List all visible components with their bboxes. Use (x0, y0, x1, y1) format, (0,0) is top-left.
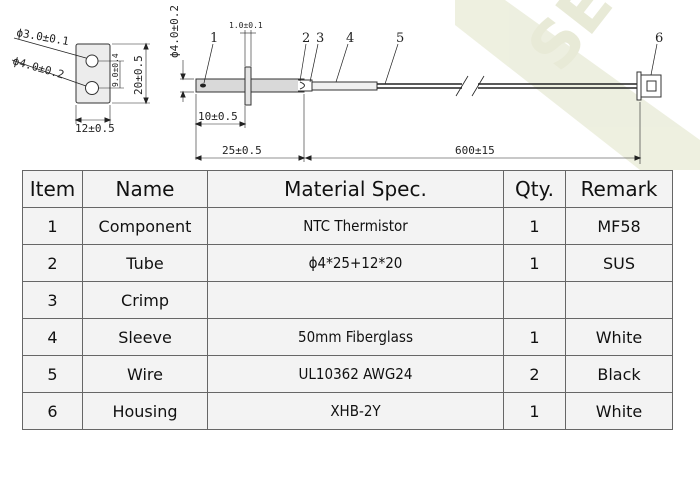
cell-qty: 1 (503, 392, 566, 430)
cell-item: 4 (22, 318, 83, 356)
cell-qty: 1 (503, 318, 566, 356)
hole-small-dimension: ϕ3.0±0.1 (15, 26, 69, 48)
table-header-row: Item Name Material Spec. Qty. Remark (22, 170, 673, 208)
header-item: Item (22, 170, 83, 208)
tube-diameter-dimension: ϕ4.0±0.2 (168, 5, 181, 58)
cell-qty: 2 (503, 355, 566, 393)
callout-1: 1 (210, 31, 218, 46)
cell-name: Wire (82, 355, 208, 393)
wire-length-dimension: 600±15 (455, 144, 495, 157)
callout-2: 2 (302, 31, 310, 46)
flange-offset-dimension: 10±0.5 (198, 110, 238, 123)
cell-name: Sleeve (82, 318, 208, 356)
hole-large-dimension: ϕ4.0±0.2 (11, 54, 66, 81)
probe-side-view (180, 30, 662, 164)
cell-material-spec (207, 281, 504, 319)
callout-6: 6 (655, 31, 663, 46)
cell-item: 1 (22, 207, 83, 245)
cell-material-spec: XHB-2Y (207, 392, 504, 430)
cell-qty: 1 (503, 244, 566, 282)
table-row: 1 Component NTC Thermistor 1 MF58 (22, 207, 673, 245)
cell-name: Component (82, 207, 208, 245)
cell-qty (503, 281, 566, 319)
cell-item: 5 (22, 355, 83, 393)
cell-material-spec: NTC Thermistor (207, 207, 504, 245)
cell-material-spec: UL10362 AWG24 (207, 355, 504, 393)
cell-name: Tube (82, 244, 208, 282)
cell-qty: 1 (503, 207, 566, 245)
cell-remark: Black (565, 355, 673, 393)
cell-name: Crimp (82, 281, 208, 319)
cell-material-spec: ϕ4*25+12*20 (207, 244, 504, 282)
callout-5: 5 (396, 31, 404, 46)
table-row: 5 Wire UL10362 AWG24 2 Black (22, 355, 673, 393)
cell-name: Housing (82, 392, 208, 430)
bill-of-materials-table: Item Name Material Spec. Qty. Remark 1 C… (22, 170, 673, 430)
callout-3: 3 (316, 31, 324, 46)
cell-remark: White (565, 392, 673, 430)
cell-item: 2 (22, 244, 83, 282)
engineering-drawing: SEN ϕ3.0±0.1 ϕ4.0±0.2 20±0.5 9.0±0.4 12±… (11, 0, 700, 170)
hole-spacing-dimension: 9.0±0.4 (111, 53, 120, 87)
table-row: 4 Sleeve 50mm Fiberglass 1 White (22, 318, 673, 356)
cell-item: 6 (22, 392, 83, 430)
header-name: Name (82, 170, 208, 208)
table-row: 6 Housing XHB-2Y 1 White (22, 392, 673, 430)
flange-thickness-dimension: 1.0±0.1 (229, 21, 263, 30)
cell-remark: MF58 (565, 207, 673, 245)
header-qty: Qty. (503, 170, 566, 208)
tube-length-dimension: 25±0.5 (222, 144, 262, 157)
cell-item: 3 (22, 281, 83, 319)
callout-4: 4 (346, 31, 354, 46)
header-material-spec: Material Spec. (207, 170, 504, 208)
header-remark: Remark (565, 170, 673, 208)
cell-remark: White (565, 318, 673, 356)
cell-remark: SUS (565, 244, 673, 282)
table-row: 2 Tube ϕ4*25+12*20 1 SUS (22, 244, 673, 282)
cell-material-spec: 50mm Fiberglass (207, 318, 504, 356)
table-row: 3 Crimp (22, 281, 673, 319)
cell-remark (565, 281, 673, 319)
flange-width-dimension: 12±0.5 (75, 122, 115, 135)
flange-top-view (11, 37, 150, 124)
flange-height-dimension: 20±0.5 (132, 55, 145, 95)
